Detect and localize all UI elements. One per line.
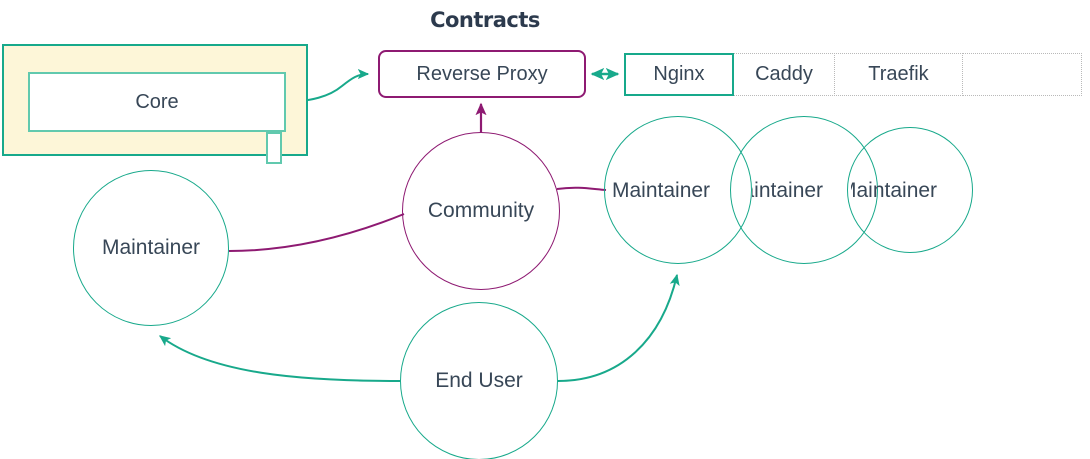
reverse-proxy-node[interactable]: Reverse Proxy — [378, 50, 586, 98]
node-maintainer-r2[interactable] — [730, 116, 878, 264]
option-label-caddy: Caddy — [755, 63, 813, 85]
node-label-community: Community — [427, 199, 535, 222]
edge-end-user-to-maintainer-r1 — [557, 273, 680, 382]
core-port[interactable] — [266, 132, 282, 164]
reverse-proxy-label: Reverse Proxy — [416, 62, 548, 85]
proxy-options-table: Nginx Caddy Traefik — [624, 53, 1082, 96]
option-cell-caddy[interactable]: Caddy — [733, 53, 835, 96]
core-label: Core — [135, 90, 179, 113]
option-label-nginx: Nginx — [653, 63, 705, 85]
core-group: Core — [2, 44, 308, 164]
core-component[interactable]: Core — [28, 72, 286, 132]
option-cell-nginx[interactable]: Nginx — [624, 53, 734, 96]
option-cell-empty[interactable] — [962, 53, 1082, 96]
node-maintainer-left[interactable]: Maintainer — [73, 170, 229, 326]
edge-community-to-maintainer-r1 — [556, 186, 607, 191]
node-label-maintainer-left: Maintainer — [101, 236, 201, 259]
node-label-end-user: End User — [435, 369, 523, 392]
node-community[interactable]: Community — [402, 132, 560, 290]
node-maintainer-r1[interactable] — [604, 116, 752, 264]
node-end-user[interactable]: End User — [400, 302, 558, 459]
option-label-traefik: Traefik — [868, 63, 929, 85]
contracts-title: Contracts — [430, 8, 540, 32]
edge-maintainer-left-to-community — [228, 213, 405, 252]
edge-end-user-to-maintainer-left — [159, 335, 401, 382]
option-cell-traefik[interactable]: Traefik — [834, 53, 963, 96]
